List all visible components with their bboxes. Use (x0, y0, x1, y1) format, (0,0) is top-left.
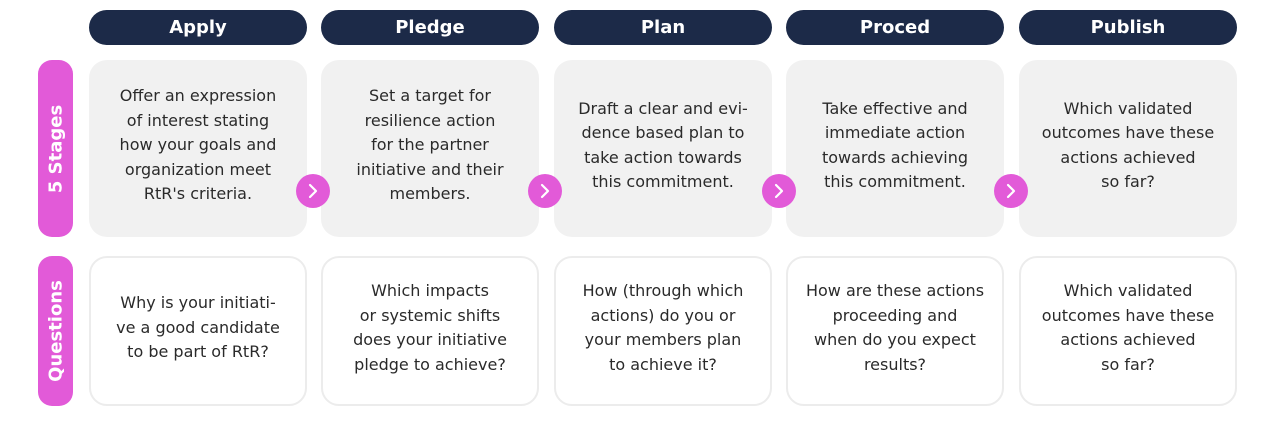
question-card-text: Which validated outcomes have these acti… (1041, 281, 1215, 374)
stage-header-publish: Publish (1019, 10, 1237, 45)
question-card-proced: How are these actions proceeding and whe… (786, 256, 1004, 406)
chevron-right-icon (528, 174, 562, 208)
question-card-text: How are these actions proceeding and whe… (805, 281, 985, 374)
stage-card-text: Which validated outcomes have these acti… (1041, 98, 1215, 192)
question-card-plan: How (through which actions) do you or yo… (554, 256, 772, 406)
question-card-apply: Why is your initiati- ve a good candidat… (89, 256, 307, 406)
chevron-right-icon (762, 174, 796, 208)
question-card-text: Why is your initiati- ve a good candidat… (116, 293, 280, 362)
stage-card-text: Set a target for resilience action for t… (356, 86, 504, 204)
stages-side-label-text: 5 Stages (45, 104, 66, 193)
stage-header-proced: Proced (786, 10, 1004, 45)
chevron-right-icon (296, 174, 330, 208)
stage-header-plan: Plan (554, 10, 772, 45)
stage-card-text: Draft a clear and evi- dence based plan … (578, 98, 748, 192)
question-card-text: How (through which actions) do you or yo… (582, 281, 744, 374)
stage-card-apply: Offer an expression of interest stating … (89, 60, 307, 237)
chevron-right-icon (994, 174, 1028, 208)
stages-side-label: 5 Stages (38, 60, 73, 237)
questions-side-label: Questions (38, 256, 73, 406)
question-card-publish: Which validated outcomes have these acti… (1019, 256, 1237, 406)
stage-card-pledge: Set a target for resilience action for t… (321, 60, 539, 237)
stage-card-text: Take effective and immediate action towa… (821, 98, 969, 192)
questions-side-label-text: Questions (45, 280, 66, 382)
question-card-text: Which impacts or systemic shifts does yo… (353, 281, 507, 374)
stage-card-text: Offer an expression of interest stating … (119, 86, 277, 204)
stage-card-plan: Draft a clear and evi- dence based plan … (554, 60, 772, 237)
question-card-pledge: Which impacts or systemic shifts does yo… (321, 256, 539, 406)
stage-header-pledge: Pledge (321, 10, 539, 45)
stage-card-proced: Take effective and immediate action towa… (786, 60, 1004, 237)
stage-card-publish: Which validated outcomes have these acti… (1019, 60, 1237, 237)
stage-header-apply: Apply (89, 10, 307, 45)
